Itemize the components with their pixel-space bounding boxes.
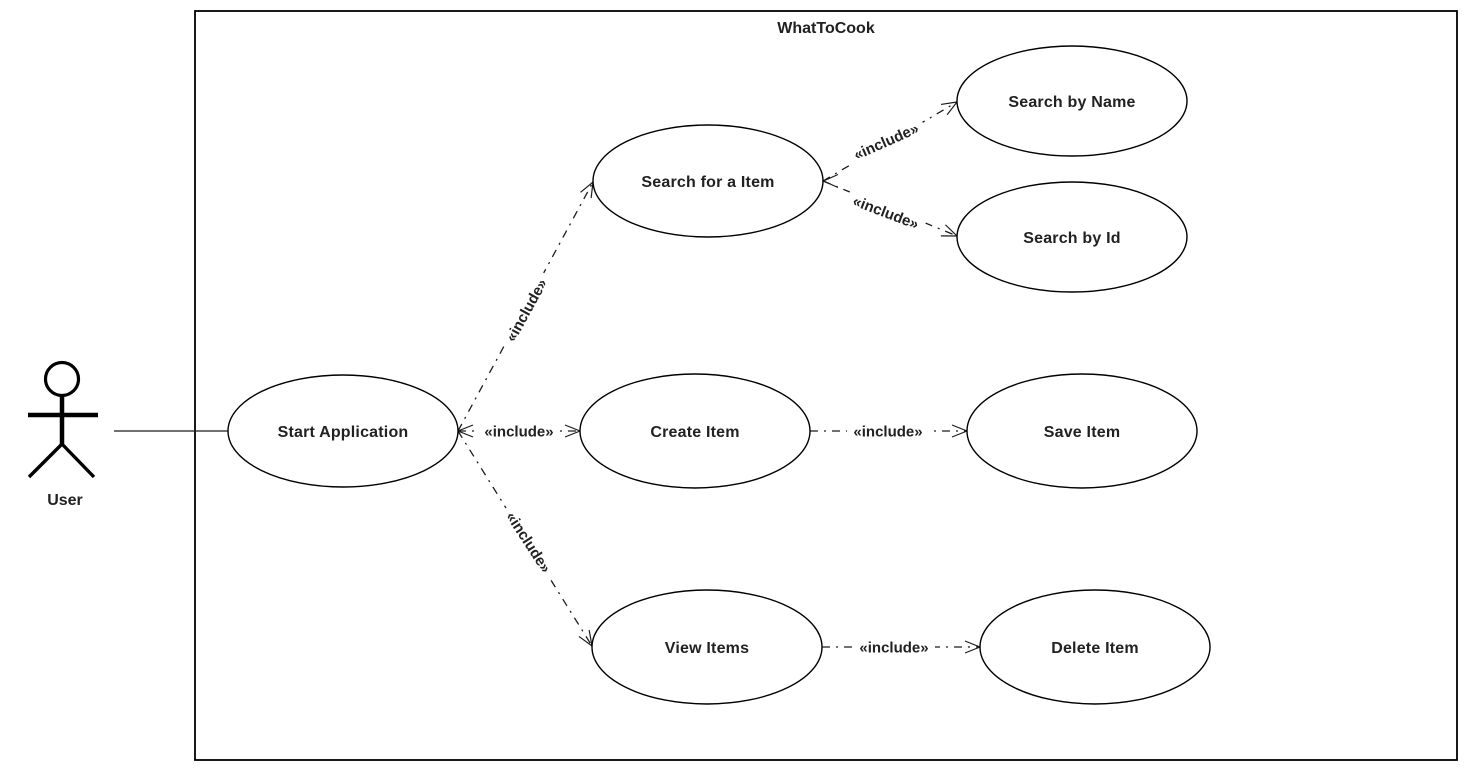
label-bg xyxy=(478,421,560,441)
include-label: «include» xyxy=(844,187,928,237)
actor-leg-left xyxy=(27,441,65,479)
include-search-to-search-by-id: «include» xyxy=(822,180,957,237)
svg-text:«include»: «include» xyxy=(853,424,922,441)
include-label: «include» xyxy=(478,421,560,441)
label-bg xyxy=(853,637,935,657)
svg-text:View Items: View Items xyxy=(665,640,749,657)
svg-text:Create Item: Create Item xyxy=(650,424,739,441)
usecase-ellipse xyxy=(956,181,1188,293)
include-start-to-view-items: «include» xyxy=(457,430,592,646)
usecase-save-item: Save Item xyxy=(966,373,1198,489)
include-label: «include» xyxy=(844,115,928,167)
include-label: «include» xyxy=(847,421,929,441)
svg-text:«include»: «include» xyxy=(484,424,553,441)
svg-text:«include»: «include» xyxy=(502,509,554,576)
include-label: «include» xyxy=(498,502,560,582)
label-bg xyxy=(844,187,928,237)
actor-leg-right xyxy=(59,441,96,479)
include-label: «include» xyxy=(497,269,555,351)
usecase-delete-item: Delete Item xyxy=(979,589,1211,705)
system-title: WhatToCook xyxy=(777,20,875,37)
svg-text:Search by Name: Search by Name xyxy=(1008,94,1135,111)
include-start-to-search-for-item: «include» xyxy=(457,182,593,432)
usecase-ellipse xyxy=(591,589,823,705)
label-bg xyxy=(497,269,555,351)
usecase-create-item: Create Item xyxy=(579,373,811,489)
usecase-ellipse xyxy=(592,124,824,238)
usecase-ellipse xyxy=(966,373,1198,489)
svg-text:Start Application: Start Application xyxy=(278,424,409,441)
usecase-search-for-item: Search for a Item xyxy=(592,124,824,238)
usecase-view-items: View Items xyxy=(591,589,823,705)
include-label: «include» xyxy=(853,637,935,657)
system-boundary xyxy=(194,10,1458,761)
svg-text:«include»: «include» xyxy=(503,276,551,345)
actor-label: User xyxy=(47,492,83,509)
svg-text:Search by Id: Search by Id xyxy=(1023,230,1121,247)
actor-user: User xyxy=(27,360,98,509)
actor-head xyxy=(43,360,81,398)
arrowhead-into-search-for-item xyxy=(822,173,839,189)
svg-text:Search for a Item: Search for a Item xyxy=(641,174,774,191)
include-view-to-delete-item: «include» xyxy=(822,637,980,657)
label-bg xyxy=(844,115,928,167)
usecase-ellipse xyxy=(579,373,811,489)
label-bg xyxy=(498,502,560,582)
svg-text:Save Item: Save Item xyxy=(1044,424,1121,441)
include-edge xyxy=(822,102,957,182)
include-start-to-create-item: «include» xyxy=(458,421,580,441)
include-create-to-save-item: «include» xyxy=(810,421,967,441)
usecase-search-by-name: Search by Name xyxy=(956,45,1188,157)
usecase-ellipse xyxy=(979,589,1211,705)
include-edge xyxy=(457,182,593,432)
usecase-search-by-id: Search by Id xyxy=(956,181,1188,293)
usecase-start-application: Start Application xyxy=(227,374,459,488)
usecase-ellipse xyxy=(956,45,1188,157)
usecase-ellipse xyxy=(227,374,459,488)
label-bg xyxy=(847,421,929,441)
svg-text:«include»: «include» xyxy=(859,640,928,657)
svg-text:Delete Item: Delete Item xyxy=(1051,640,1139,657)
include-search-to-search-by-name: «include» xyxy=(822,102,957,182)
